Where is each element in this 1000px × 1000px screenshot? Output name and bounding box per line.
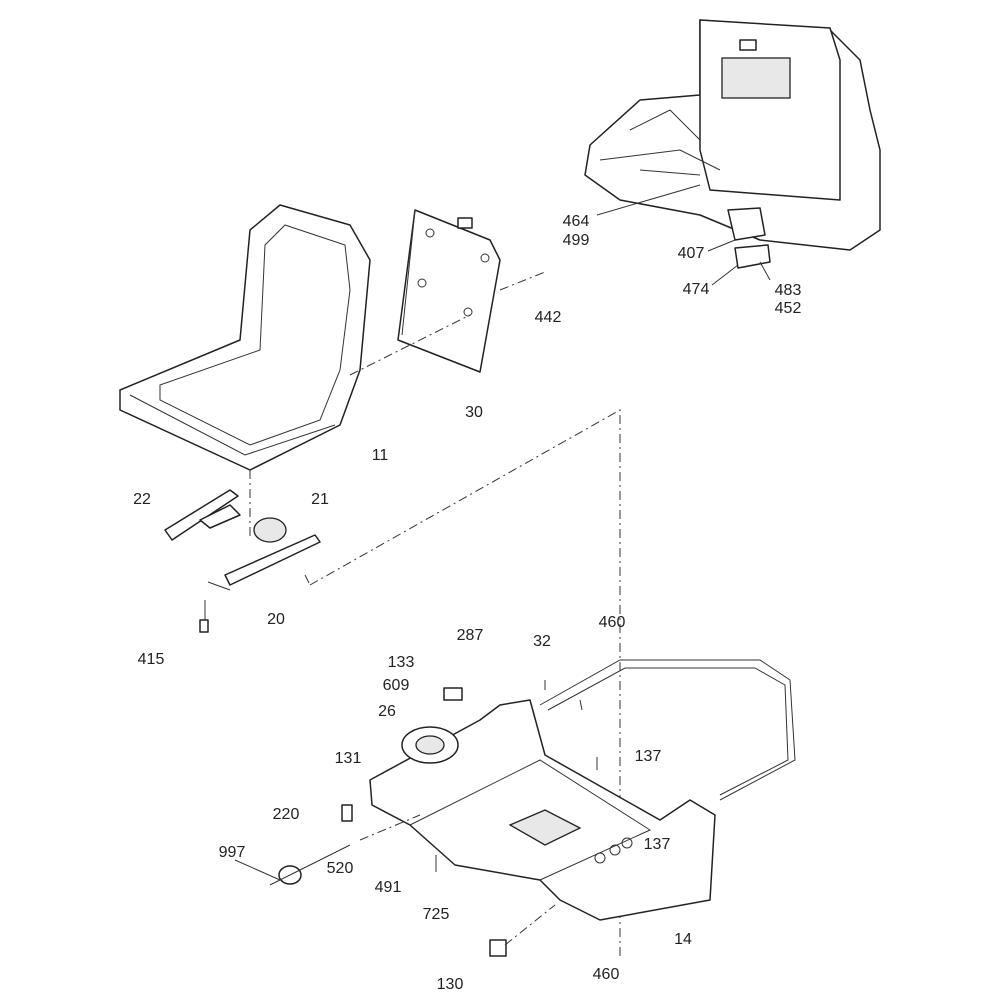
callout-11: 11 [371,447,389,464]
machine-context-view [584,19,881,286]
callout-137: 137 [643,836,671,853]
callout-407: 407 [677,245,705,262]
callout-997: 997 [218,844,246,861]
callout-14: 14 [674,931,692,948]
callout-130: 130 [436,976,464,993]
callout-21: 21 [311,491,329,508]
callout-464: 464 [562,213,590,230]
callout-460: 460 [598,614,626,631]
callout-137: 137 [634,748,662,765]
callout-520: 520 [326,860,354,877]
callout-220: 220 [272,806,300,823]
callout-131: 131 [334,750,362,767]
callout-491: 491 [374,879,402,896]
seat-slides [164,489,321,633]
callout-460: 460 [592,966,620,983]
callout-452: 452 [774,300,802,317]
callout-22: 22 [133,491,151,508]
callout-133: 133 [387,654,415,671]
base-frame-14 [234,659,796,957]
callout-415: 415 [137,651,165,668]
backrest-plate-30 [397,209,501,373]
callout-483: 483 [774,282,802,299]
callout-474: 474 [682,281,710,298]
callout-30: 30 [465,404,483,421]
callout-499: 499 [562,232,590,249]
callout-20: 20 [267,611,285,628]
callout-32: 32 [533,633,551,650]
callout-287: 287 [456,627,484,644]
callout-725: 725 [422,906,450,923]
callout-609: 609 [382,677,410,694]
callout-442: 442 [534,309,562,326]
callout-26: 26 [378,703,396,720]
seat-11 [119,204,371,471]
